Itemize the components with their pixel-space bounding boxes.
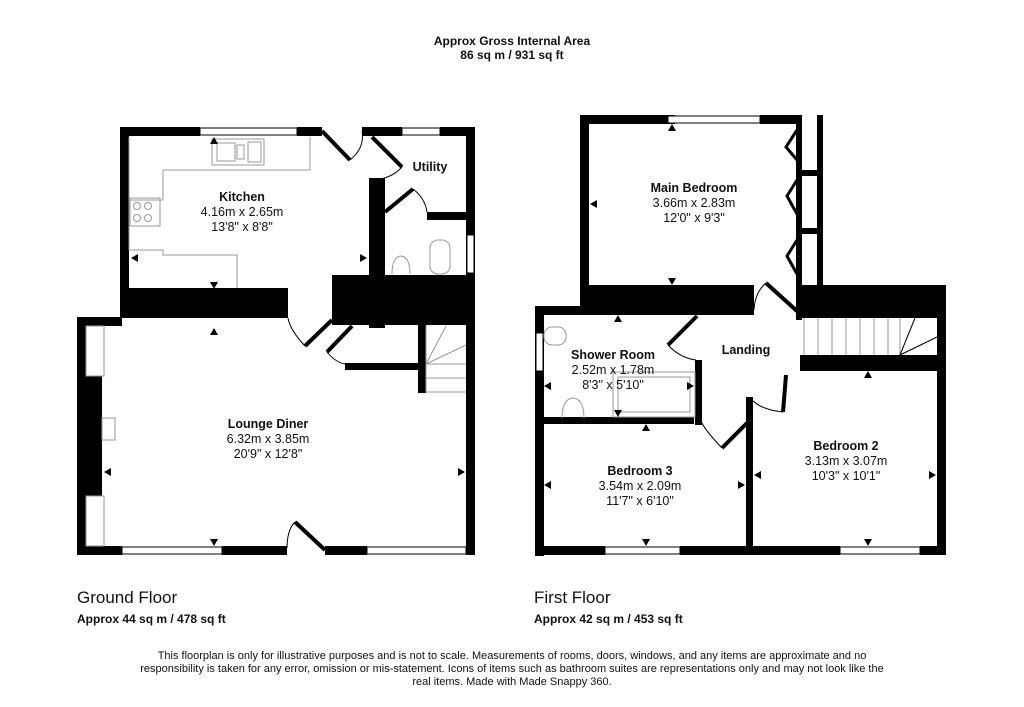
disclaimer-text: This floorplan is only for illustrative …	[140, 650, 884, 688]
gross-area-value: 86 sq m / 931 sq ft	[460, 48, 564, 62]
ground-floor-area: Approx 44 sq m / 478 sq ft	[77, 612, 226, 626]
room-imperial: 10'3" x 10'1"	[811, 469, 881, 483]
first-floor-windows	[535, 115, 921, 555]
room-imperial: 20'9" x 12'8"	[233, 447, 303, 461]
room-name: Landing	[721, 343, 771, 357]
first-floor-title: First Floor	[534, 588, 611, 607]
room-metric: 2.52m x 1.78m	[571, 363, 655, 377]
ground-floor-doors	[286, 129, 428, 552]
room-metric: 6.32m x 3.85m	[226, 432, 310, 446]
gross-area-header: Approx Gross Internal Area 86 sq m / 931…	[0, 34, 1024, 62]
room-name: Utility	[412, 160, 448, 174]
room-metric: 3.66m x 2.83m	[652, 196, 736, 210]
room-bedroom-2: Bedroom 2 3.13m x 3.07m 10'3" x 10'1"	[805, 439, 888, 484]
room-lounge-diner: Lounge Diner 6.32m x 3.85m 20'9" x 12'8"	[227, 417, 310, 462]
room-shower-room: Shower Room 2.52m x 1.78m 8'3" x 5'10"	[571, 348, 655, 393]
first-floor-doors	[666, 129, 800, 450]
room-landing: Landing	[722, 343, 771, 358]
room-name: Main Bedroom	[650, 181, 738, 195]
room-metric: 3.13m x 3.07m	[804, 454, 888, 468]
room-imperial: 12'0" x 9'3"	[663, 211, 725, 225]
first-floor-fixtures	[543, 317, 938, 419]
ground-floor-fixtures	[85, 137, 467, 547]
room-name: Shower Room	[570, 348, 656, 362]
room-name: Kitchen	[219, 190, 265, 204]
gross-area-title: Approx Gross Internal Area	[433, 34, 591, 48]
ground-floor-windows	[121, 127, 475, 555]
ground-floor-walls	[77, 127, 475, 555]
first-floor-walls	[535, 115, 946, 556]
room-imperial: 13'8" x 8'8"	[211, 220, 273, 234]
room-main-bedroom: Main Bedroom 3.66m x 2.83m 12'0" x 9'3"	[651, 181, 738, 226]
first-floor-area: Approx 42 sq m / 453 sq ft	[534, 612, 683, 626]
room-name: Bedroom 2	[813, 439, 879, 453]
room-name: Bedroom 3	[607, 464, 673, 478]
room-bedroom-3: Bedroom 3 3.54m x 2.09m 11'7" x 6'10"	[599, 464, 682, 509]
room-metric: 3.54m x 2.09m	[598, 479, 682, 493]
first-floor-measure-markers	[544, 124, 936, 546]
ground-floor-title: Ground Floor	[77, 588, 178, 607]
room-name: Lounge Diner	[227, 417, 309, 431]
ground-floor-measure-markers	[104, 137, 465, 546]
room-imperial: 11'7" x 6'10"	[606, 494, 674, 508]
room-utility: Utility	[413, 160, 448, 175]
room-imperial: 8'3" x 5'10"	[582, 378, 644, 392]
room-kitchen: Kitchen 4.16m x 2.65m 13'8" x 8'8"	[201, 190, 284, 235]
room-metric: 4.16m x 2.65m	[200, 205, 284, 219]
